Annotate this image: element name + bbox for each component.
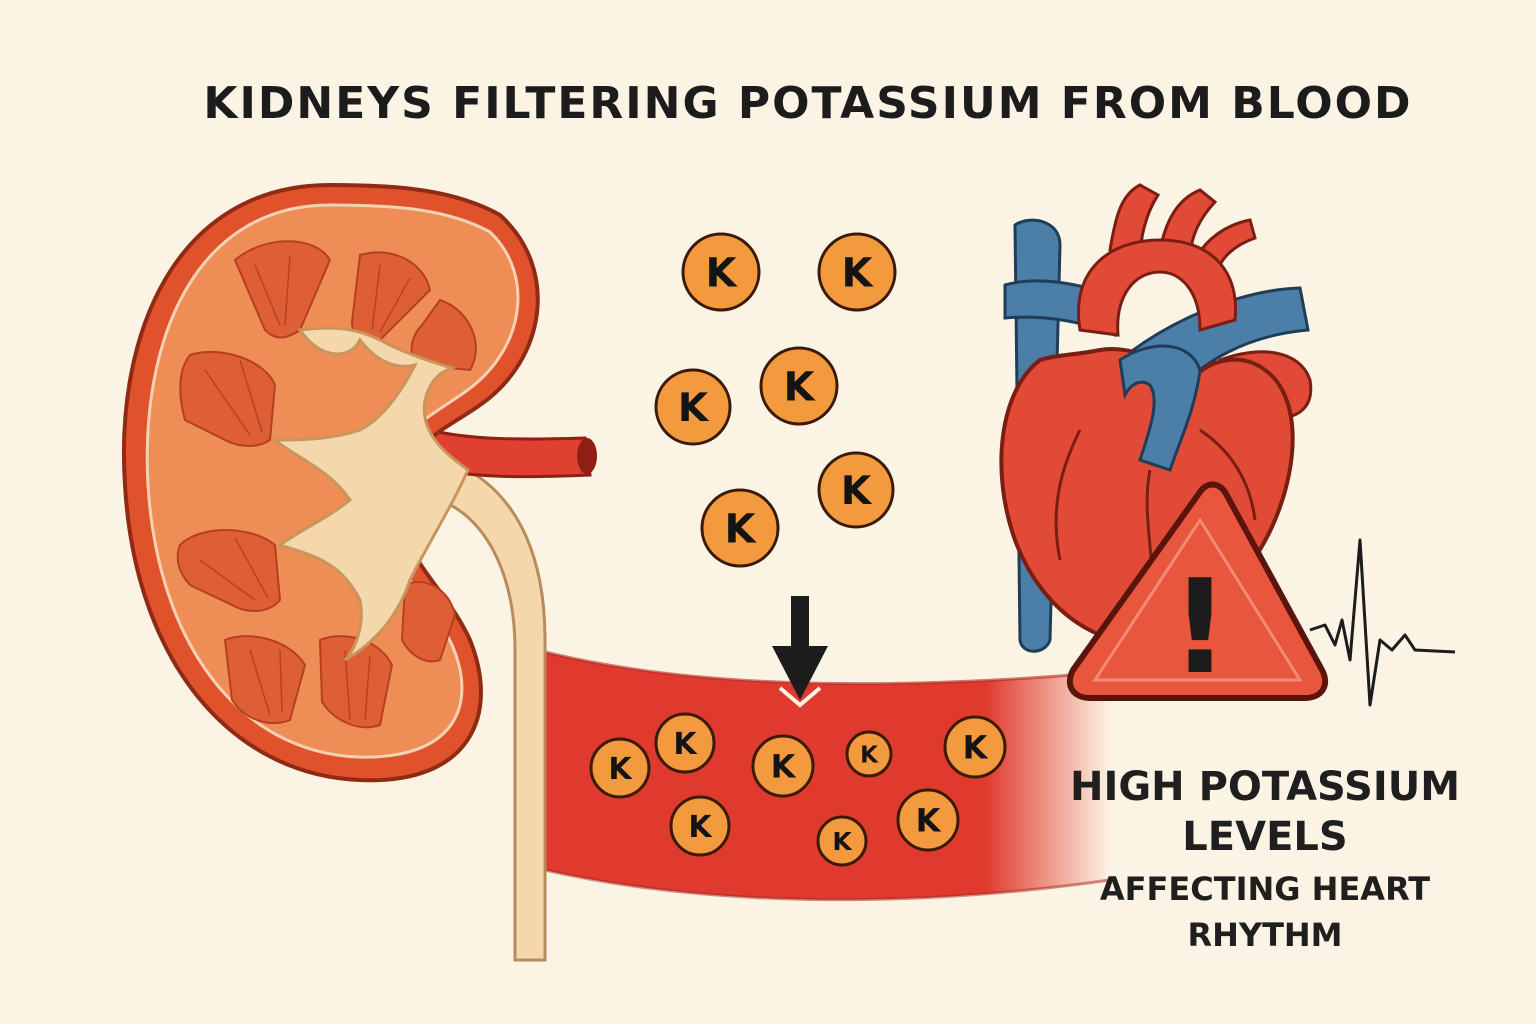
- potassium-ion: K: [700, 488, 780, 568]
- caption-primary: HIGH POTASSIUM LEVELS: [1069, 764, 1461, 860]
- potassium-ion: K: [817, 451, 895, 529]
- potassium-ion: K: [654, 712, 716, 774]
- potassium-ion-label: K: [842, 250, 875, 296]
- potassium-ion: K: [896, 788, 960, 852]
- potassium-ion-label: K: [608, 752, 633, 787]
- potassium-ion-circle: [817, 232, 897, 312]
- potassium-ion: K: [589, 737, 651, 799]
- potassium-ion: K: [681, 232, 761, 312]
- potassium-ion: K: [759, 346, 839, 426]
- potassium-ion-label: K: [673, 727, 698, 762]
- potassium-ion: K: [817, 232, 897, 312]
- potassium-ion-circle: [759, 346, 839, 426]
- potassium-ion-circle: [681, 232, 761, 312]
- potassium-ion-circle: [700, 488, 780, 568]
- potassium-ion: K: [654, 368, 732, 446]
- potassium-ion-circle: [751, 734, 815, 798]
- potassium-ion: K: [669, 795, 731, 857]
- potassium-ion: K: [845, 730, 893, 778]
- potassium-ion-label: K: [706, 250, 739, 296]
- potassium-ion-label: K: [678, 386, 710, 431]
- warning-caption: HIGH POTASSIUM LEVELS AFFECTING HEART RH…: [1040, 762, 1490, 958]
- potassium-ion-label: K: [963, 728, 989, 766]
- potassium-ion-label: K: [784, 364, 817, 410]
- diagram-title: KIDNEYS FILTERING POTASSIUM FROM BLOOD: [203, 78, 1413, 129]
- potassium-ion-circle: [816, 815, 868, 867]
- potassium-ion-circle: [943, 715, 1007, 779]
- potassium-ion-circle: [896, 788, 960, 852]
- potassium-ion-circle: [654, 712, 716, 774]
- potassium-ion-label: K: [771, 747, 797, 785]
- potassium-ion-label: K: [688, 810, 713, 845]
- potassium-ion-circle: [817, 451, 895, 529]
- potassium-ion-label: K: [860, 742, 879, 768]
- warning-icon: !: [1066, 481, 1329, 703]
- ureter: [437, 468, 547, 962]
- potassium-ion: K: [751, 734, 815, 798]
- potassium-ion-circle: [654, 368, 732, 446]
- potassium-ion-circle: [669, 795, 731, 857]
- potassium-ion-label: K: [832, 827, 853, 856]
- potassium-ion-label: K: [916, 801, 942, 839]
- kidney: [122, 182, 540, 783]
- potassium-ion-circle: [589, 737, 651, 799]
- warning-symbol: !: [1170, 551, 1229, 703]
- potassium-ion: K: [943, 715, 1007, 779]
- potassium-ions-filtered: K K K K K K: [654, 232, 897, 568]
- potassium-ion-circle: [845, 730, 893, 778]
- potassium-ion-label: K: [841, 469, 873, 514]
- potassium-ion-label: K: [725, 506, 758, 552]
- caption-secondary: AFFECTING HEART RHYTHM: [1099, 870, 1431, 954]
- filter-arrow-icon: [772, 596, 828, 708]
- potassium-ion: K: [816, 815, 868, 867]
- ecg-trace-icon: [1309, 538, 1456, 707]
